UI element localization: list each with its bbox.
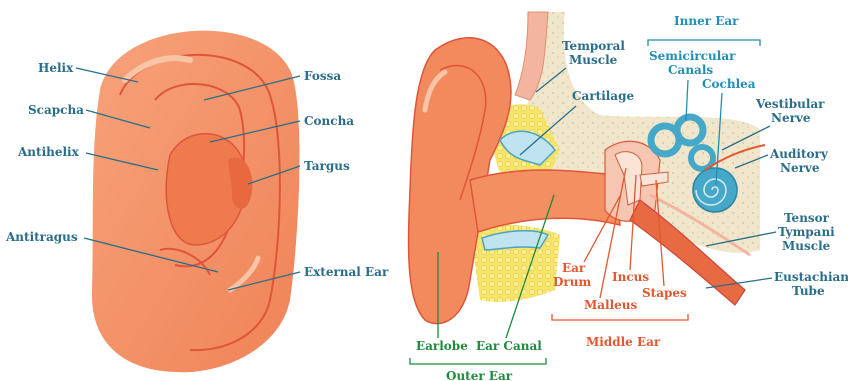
label-ear-canal: Ear Canal <box>476 339 542 353</box>
label-ear-drum-1: Ear <box>562 261 586 275</box>
label-auditory-2: Nerve <box>780 161 820 175</box>
label-scapcha: Scapcha <box>28 103 84 117</box>
label-temporal-muscle-1: Temporal <box>562 39 625 53</box>
label-inner-ear: Inner Ear <box>674 14 739 28</box>
label-external-ear: External Ear <box>304 265 389 279</box>
label-semicircular-2: Canals <box>668 63 713 77</box>
label-outer-ear: Outer Ear <box>446 369 513 381</box>
label-auditory-1: Auditory <box>769 147 829 161</box>
label-eustachian-1: Eustachian <box>774 270 848 284</box>
label-concha: Concha <box>304 114 354 128</box>
label-stapes: Stapes <box>642 286 687 300</box>
cochlea-shape <box>693 168 737 212</box>
label-malleus: Malleus <box>584 298 638 312</box>
outer-ear-illustration <box>92 31 300 373</box>
label-incus: Incus <box>612 270 649 284</box>
label-ear-drum-2: Drum <box>553 275 591 289</box>
label-cartilage: Cartilage <box>572 89 634 103</box>
label-tensor-2: Tympani <box>778 225 835 239</box>
label-temporal-muscle-2: Muscle <box>569 53 618 67</box>
label-tensor-1: Tensor <box>784 211 830 225</box>
label-cochlea: Cochlea <box>702 77 756 91</box>
label-vestibular-1: Vestibular <box>755 97 825 111</box>
label-vestibular-2: Nerve <box>771 111 811 125</box>
label-antihelix: Antihelix <box>17 145 80 159</box>
label-earlobe: Earlobe <box>416 339 468 353</box>
label-fossa: Fossa <box>304 69 341 83</box>
label-helix: Helix <box>38 61 74 75</box>
label-eustachian-2: Tube <box>792 284 825 298</box>
label-semicircular-1: Semicircular <box>649 49 736 63</box>
label-antitragus: Antitragus <box>5 230 78 244</box>
label-targus: Targus <box>304 159 350 173</box>
label-middle-ear: Middle Ear <box>586 335 661 349</box>
label-tensor-3: Muscle <box>782 239 831 253</box>
